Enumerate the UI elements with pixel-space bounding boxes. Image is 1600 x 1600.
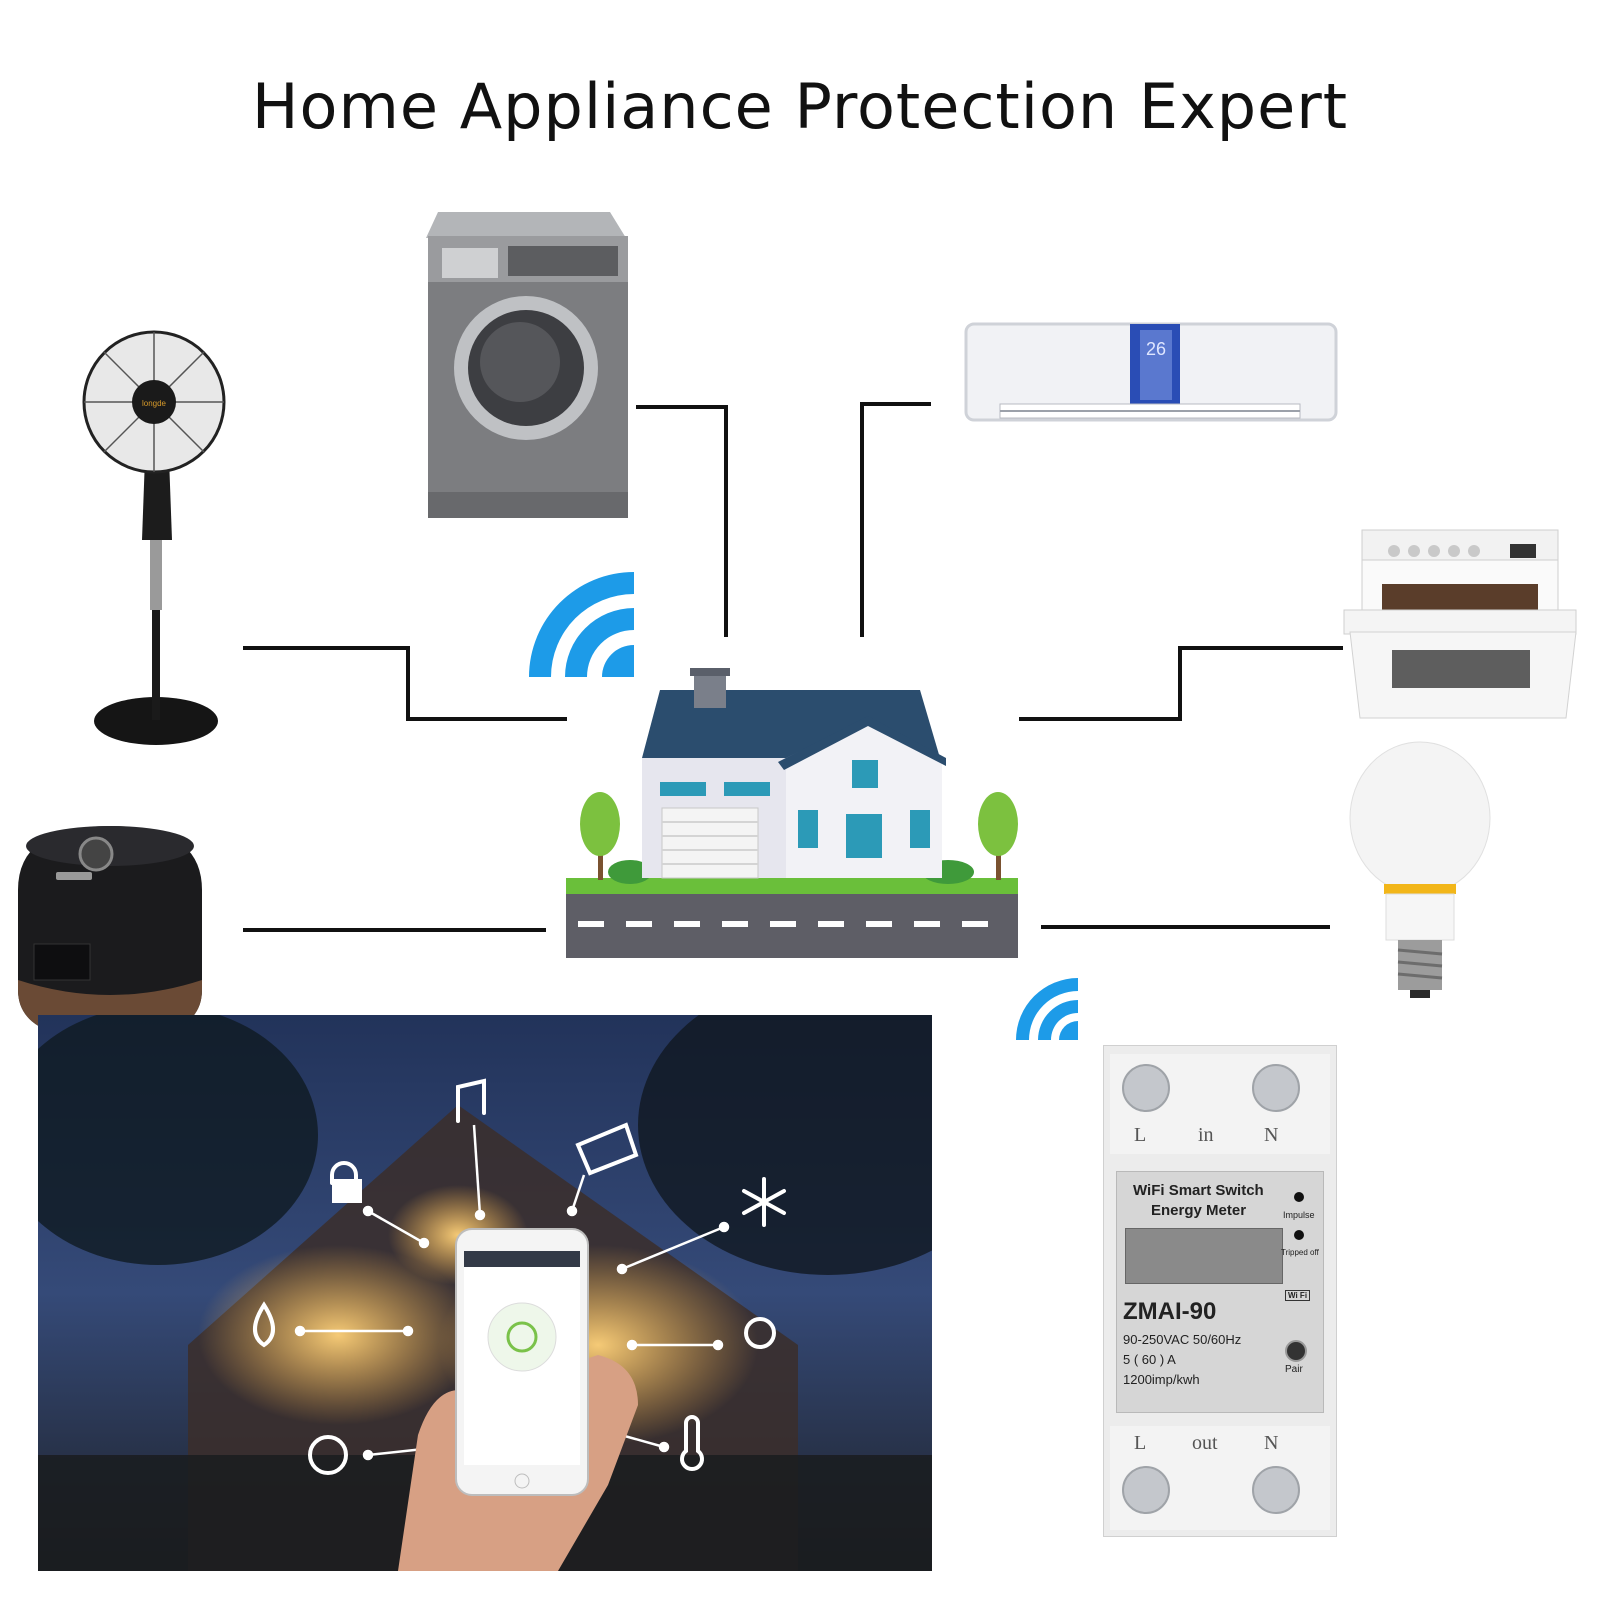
out-L-label: L [1134, 1432, 1147, 1454]
fan-image [82, 330, 226, 745]
rice-cooker-image [18, 826, 202, 1040]
energy-meter-device: L in N WiFi Smart Switch Energy Meter Im… [1103, 1045, 1337, 1537]
meter-spec3: 1200imp/kwh [1123, 1372, 1200, 1387]
line-oven [1019, 646, 1343, 721]
terminal-screw-icon [1252, 1064, 1300, 1112]
fan-icon [308, 1435, 348, 1475]
tripped-label: Tripped off [1281, 1248, 1319, 1257]
camera-icon [575, 1122, 639, 1176]
music-note-icon [456, 1078, 486, 1123]
meter-line1: WiFi Smart Switch [1133, 1182, 1264, 1199]
meter-face: WiFi Smart Switch Energy Meter Impulse T… [1116, 1171, 1324, 1413]
meter-line2: Energy Meter [1151, 1202, 1247, 1219]
light-icon [744, 1317, 776, 1349]
meter-model: ZMAI-90 [1123, 1298, 1217, 1325]
meter-spec2: 5 ( 60 ) A [1123, 1352, 1176, 1367]
page-title: Home Appliance Protection Expert [251, 70, 1349, 143]
fan-brand-text: longde [142, 399, 167, 408]
out-N-label: N [1264, 1432, 1279, 1454]
impulse-led [1294, 1192, 1304, 1202]
ac-display-text: 26 [1146, 339, 1166, 359]
house-illustration [566, 668, 1018, 958]
light-bulb-image [1349, 741, 1491, 998]
tripped-led [1294, 1230, 1304, 1240]
line-washer [636, 405, 728, 637]
air-conditioner-image [964, 322, 1338, 422]
wifi-small-icon [1016, 978, 1078, 1040]
water-drop-icon [253, 1301, 275, 1348]
terminal-screw-icon [1252, 1466, 1300, 1514]
wifi-icon [529, 572, 634, 677]
oven-image [1343, 529, 1577, 719]
washing-machine-image [426, 212, 628, 518]
wifi-badge: Wi Fi [1285, 1290, 1311, 1301]
in-L-label: L [1134, 1124, 1147, 1146]
lcd-display [1125, 1228, 1283, 1284]
terminal-screw-icon [1122, 1466, 1170, 1514]
meter-spec1: 90-250VAC 50/60Hz [1123, 1332, 1242, 1347]
lock-icon [330, 1161, 358, 1185]
out-label: out [1192, 1432, 1218, 1454]
smart-home-photo [38, 1015, 932, 1571]
in-label: in [1198, 1124, 1214, 1146]
pair-label: Pair [1285, 1364, 1303, 1375]
terminal-screw-icon [1122, 1064, 1170, 1112]
pair-button[interactable] [1285, 1340, 1307, 1362]
line-ac [860, 402, 931, 637]
impulse-label: Impulse [1283, 1210, 1315, 1220]
in-N-label: N [1264, 1124, 1279, 1146]
line-fan [243, 646, 567, 721]
thermometer-icon [680, 1415, 704, 1471]
snowflake-icon [742, 1177, 786, 1227]
connector-lines [243, 402, 1343, 932]
